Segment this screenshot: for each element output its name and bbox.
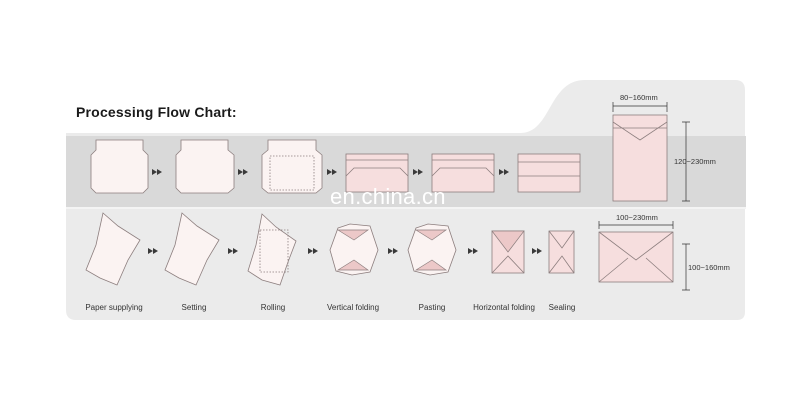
flow-arrow-icon [308,248,318,254]
bottom-blank-1 [85,212,141,286]
top-env-4-flap [345,159,409,177]
fold-6-bottom [491,255,525,274]
dim-line-vertical-height [682,121,690,202]
fold-4b [336,259,370,271]
step-label-horizontal-folding: Horizontal folding [473,303,535,312]
vertical-envelope-flap [612,121,668,141]
step-label-sealing: Sealing [548,303,576,312]
page-title: Processing Flow Chart: [76,104,237,120]
flow-arrow-icon [532,248,542,254]
horizontal-envelope [598,231,674,283]
fold-7 [548,230,575,274]
fold-5b [414,259,448,271]
flow-arrow-icon [499,169,509,175]
fold-4a [336,229,370,241]
horizontal-envelope-flap [598,231,674,283]
top-blank-2 [175,139,235,194]
bottom-blank-4 [329,223,379,276]
flow-arrow-icon [238,169,248,175]
step-label-pasting: Pasting [418,303,446,312]
step-label-setting: Setting [181,303,207,312]
top-blank-3 [261,139,323,194]
flow-arrow-icon [413,169,423,175]
top-env-6 [517,153,581,193]
band-divider [66,207,746,209]
fold-6 [491,230,525,253]
top-blank-1 [90,139,149,194]
dim-label-vertical-height: 120~230mm [674,157,716,166]
dim-line-vertical-width [612,102,668,112]
flow-arrow-icon [228,248,238,254]
bottom-blank-5 [407,223,457,276]
bottom-blank-3-inner [259,229,289,273]
dim-label-horizontal-height: 100~160mm [688,263,730,272]
flow-arrow-icon [388,248,398,254]
dim-label-horizontal-width: 100~230mm [616,213,658,222]
flow-arrow-icon [468,248,478,254]
flow-arrow-icon [327,169,337,175]
step-label-paper-supplying: Paper supplying [85,303,143,312]
watermark: en.china.cn [330,184,446,209]
step-label-vertical-folding: Vertical folding [326,303,380,312]
top-blank-3-inner [269,155,315,191]
dim-line-horizontal-width [598,221,674,229]
flow-arrow-icon [148,248,158,254]
flow-arrow-icon [152,169,162,175]
top-env-6-flap [518,161,580,177]
dim-line-horizontal-height [682,243,690,291]
top-env-5-flap [431,159,495,177]
dim-label-vertical-width: 80~160mm [620,93,658,102]
fold-5a [414,229,448,241]
vertical-envelope [612,114,668,202]
bottom-blank-2 [164,212,220,286]
bottom-env-7 [548,230,575,274]
step-label-rolling: Rolling [260,303,286,312]
